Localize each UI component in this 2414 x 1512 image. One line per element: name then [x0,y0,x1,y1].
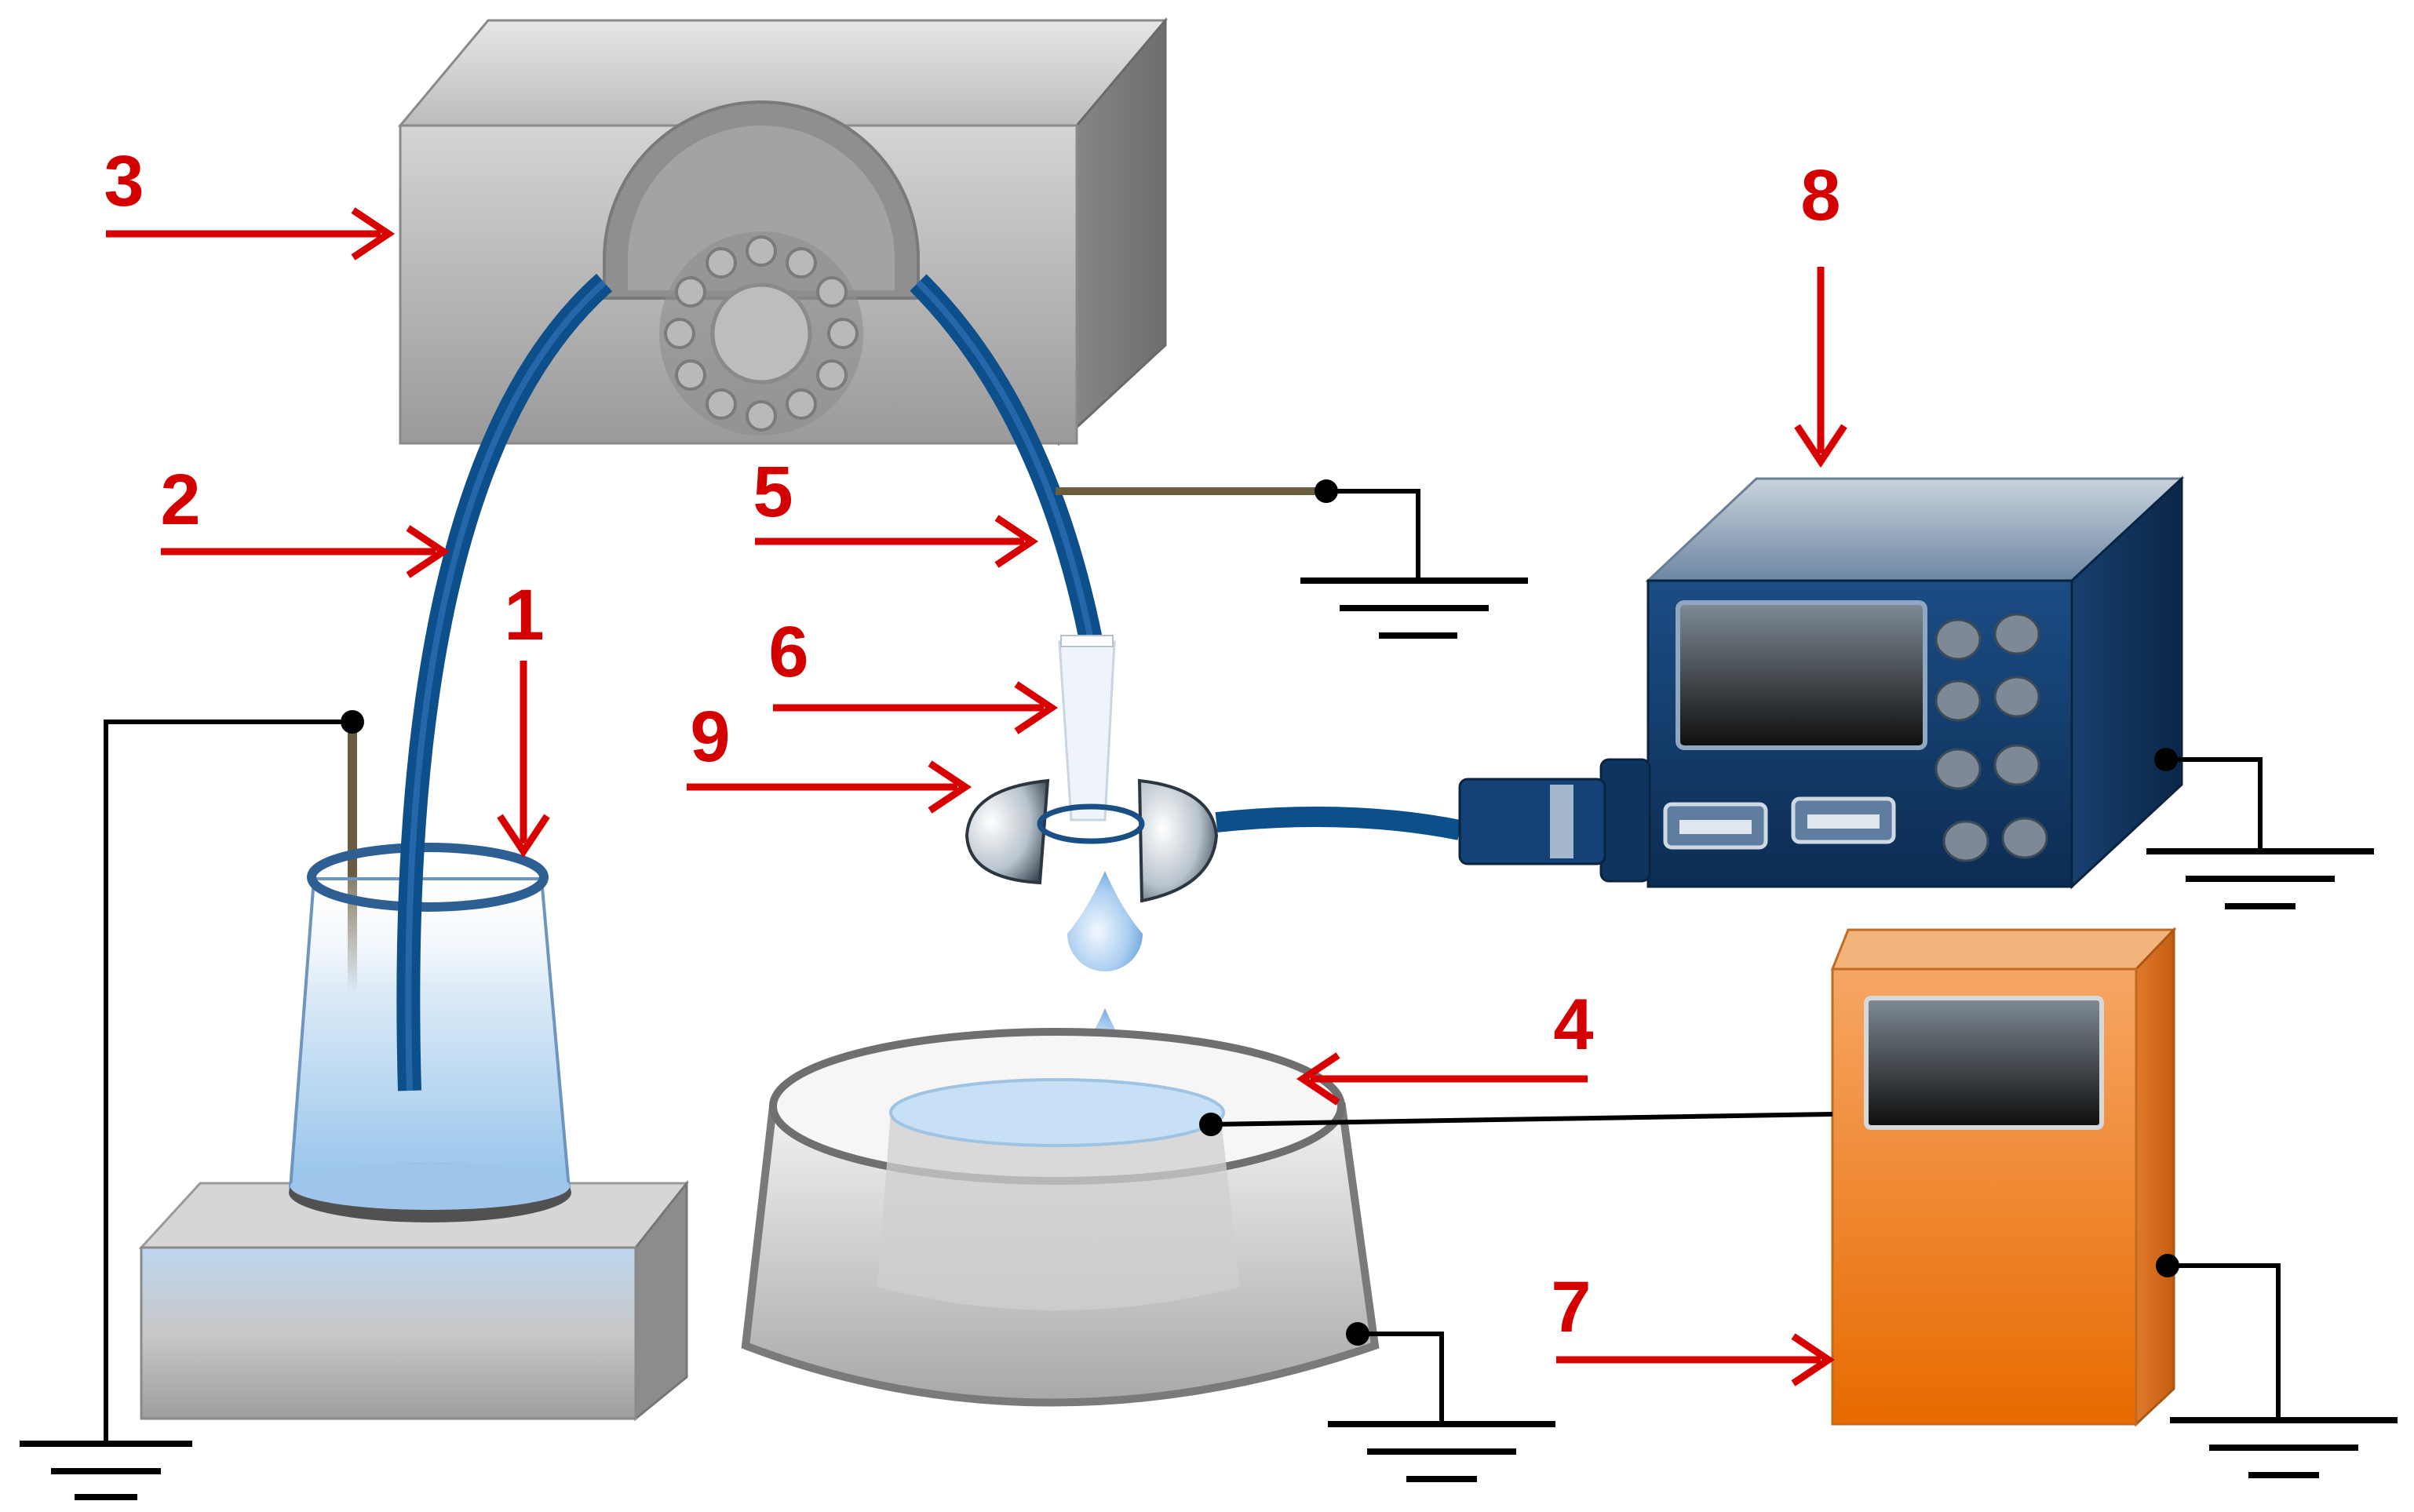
ground-symbol-collector [1328,1421,1555,1482]
pump-rotor [659,231,863,435]
controller-screen [1676,600,1927,750]
beaker [288,843,571,1222]
label-8: 8 [1800,155,1840,235]
arrow-7 [1556,1333,1836,1386]
arrow-3 [106,207,396,261]
ground-symbol-tube [1300,577,1528,639]
controller-unit [1458,475,2185,890]
wiring [104,479,2281,1444]
arrow-5 [755,515,1039,568]
collector-bath [741,1028,1380,1407]
falling-droplet [1067,871,1143,971]
label-3: 3 [104,141,144,221]
label-5: 5 [753,452,793,532]
ground-symbol-power-supply [2170,1417,2398,1478]
arrow-9 [687,760,972,814]
spray-needle [1058,635,1116,822]
power-supply [1830,927,2177,1427]
arrow-1 [497,661,550,858]
label-6: 6 [768,612,808,692]
controller-keypad [1934,613,2048,862]
ground-symbols [20,577,2398,1500]
label-2: 2 [160,460,200,540]
ring-electrode [965,778,1462,903]
label-4: 4 [1553,985,1593,1065]
arrow-4 [1296,1052,1588,1106]
controller-ports [1663,796,1896,850]
cable-connector [1458,758,1651,883]
label-7: 7 [1551,1267,1591,1347]
pointer-arrows [106,207,1847,1386]
ground-symbol-stirrer [20,1441,192,1500]
label-1: 1 [504,575,544,655]
arrow-2 [161,525,450,578]
arrow-8 [1794,267,1847,468]
tubing [396,273,1103,1091]
ground-symbol-controller [2146,848,2374,909]
power-supply-screen [1864,996,2104,1130]
arrow-6 [773,681,1059,734]
label-9: 9 [690,697,730,777]
number-labels: 1 2 3 4 5 6 7 8 9 [104,141,1840,1347]
